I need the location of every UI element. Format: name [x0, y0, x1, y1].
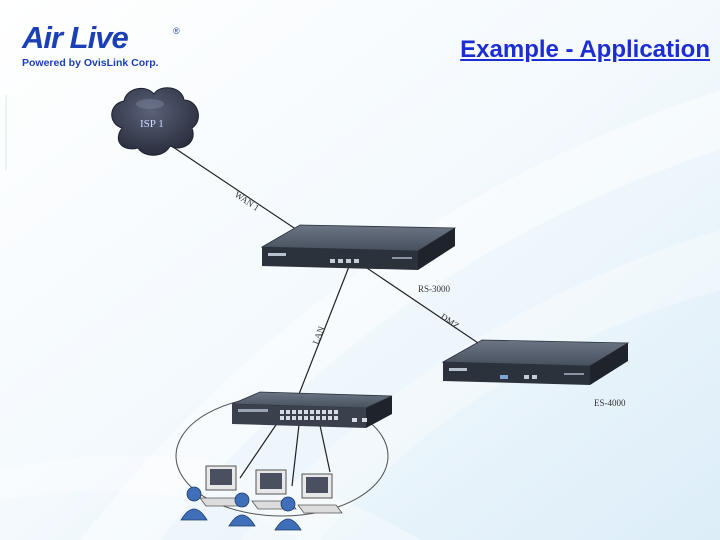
logo-tagline: Powered by OvisLink Corp. — [22, 57, 159, 69]
cloud-label: ISP 1 — [140, 118, 164, 130]
pc-icon-3 — [297, 473, 343, 514]
logo-registered-mark: ® — [173, 26, 180, 36]
pc-icon-1 — [199, 465, 247, 507]
rs-3000-router-icon — [260, 224, 457, 270]
pc-cable-2 — [291, 415, 301, 487]
page-title: Example - Application — [460, 36, 710, 63]
pc-icon-2 — [251, 469, 297, 510]
router1-label: RS-3000 — [418, 284, 451, 294]
logo-wordmark: Air Live — [22, 20, 129, 55]
es-4000-router-icon — [441, 339, 630, 385]
user-icon-2 — [228, 492, 256, 527]
lan-cable — [291, 263, 351, 413]
pc-cable-1 — [239, 415, 283, 479]
airlive-logo: Air Live ® Powered by OvisLink Corp. — [18, 18, 186, 72]
user-icon-3 — [274, 496, 302, 531]
isp-cloud-icon — [111, 87, 199, 156]
lan-switch-icon — [231, 391, 393, 428]
router2-label: ES-4000 — [594, 398, 626, 408]
user-icon-1 — [180, 486, 208, 521]
